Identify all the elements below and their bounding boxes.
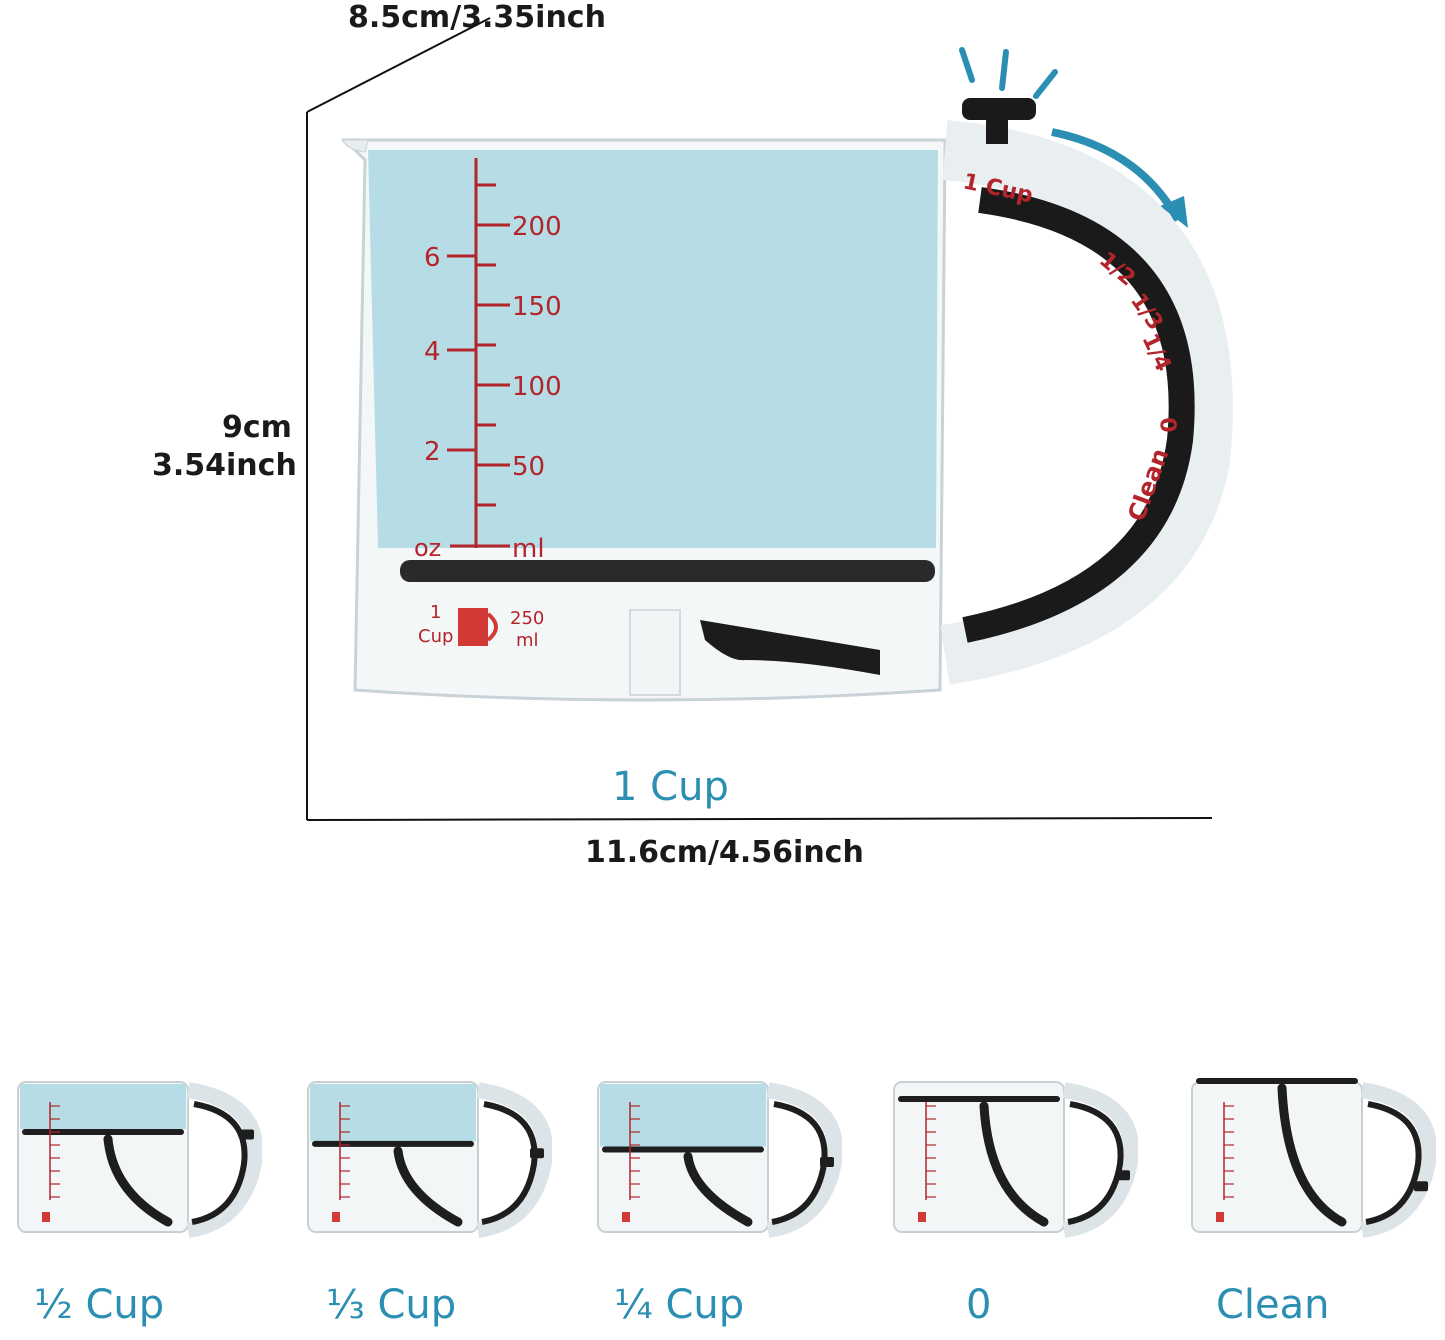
- setting-caption: 0: [966, 1282, 992, 1328]
- cup-capacity-icon: [458, 608, 498, 646]
- width-dimension-label: 11.6cm/4.56inch: [585, 835, 864, 870]
- setting-caption: ¼ Cup: [614, 1282, 745, 1328]
- press-indicator-icon: [959, 47, 1058, 99]
- oz-tick-label: 4: [424, 337, 441, 367]
- base-ml-unit: ml: [516, 630, 539, 651]
- oz-tick-label: 2: [424, 437, 441, 467]
- setting-thumbnail: [1191, 1078, 1436, 1238]
- height-dimension-label-cm: 9cm: [222, 410, 292, 445]
- height-dimension-label-inch: 3.54inch: [152, 448, 297, 483]
- setting-thumbnail: [17, 1081, 262, 1238]
- main-cup-caption: 1 Cup: [612, 764, 729, 810]
- setting-thumbnail: [597, 1081, 842, 1238]
- ml-tick-label: 150: [512, 292, 562, 322]
- base-cup-value: 1: [430, 602, 441, 623]
- oz-unit-label: oz: [414, 534, 441, 562]
- ml-unit-label: ml: [512, 534, 545, 564]
- setting-caption: ½ Cup: [34, 1282, 165, 1328]
- ml-tick-label: 100: [512, 372, 562, 402]
- ml-tick-label: 200: [512, 212, 562, 242]
- oz-tick-label: 6: [424, 243, 441, 273]
- base-cup-unit: Cup: [418, 626, 453, 647]
- setting-caption: Clean: [1216, 1282, 1330, 1328]
- setting-thumbnail: [893, 1081, 1138, 1238]
- ml-tick-label: 50: [512, 452, 545, 482]
- base-ml-value: 250: [510, 608, 544, 629]
- setting-thumbnail: [307, 1081, 552, 1238]
- handle-mark-zero: 0: [1154, 416, 1180, 433]
- setting-caption: ⅓ Cup: [326, 1282, 457, 1328]
